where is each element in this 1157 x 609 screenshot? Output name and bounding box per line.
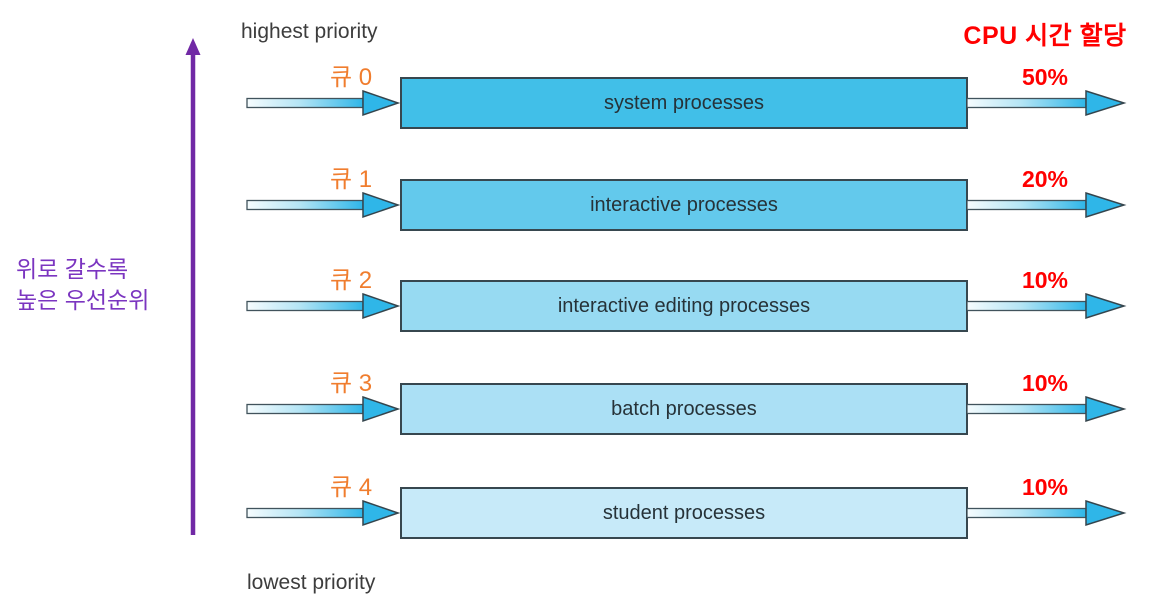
queue-4-cpu-share: 10%	[1021, 474, 1069, 500]
queue-2-label: 큐 2	[330, 267, 373, 294]
queue-1-name: interactive processes	[590, 193, 778, 216]
queue-2-cpu-share: 10%	[1021, 267, 1069, 293]
queue-4-label: 큐 4	[330, 474, 373, 501]
queue-row-1: 큐 1 interactive processes 20%	[0, 166, 1157, 231]
queue-row-2: 큐 2 interactive editing processes 10%	[0, 267, 1157, 332]
outbound-arrow-icon	[967, 89, 1127, 117]
queue-0-cpu-share: 50%	[1021, 64, 1069, 90]
queue-3-box: batch processes	[400, 383, 968, 435]
queue-2-box: interactive editing processes	[400, 280, 968, 332]
queue-3-name: batch processes	[611, 397, 757, 420]
queue-0-box: system processes	[400, 77, 968, 129]
queue-1-box: interactive processes	[400, 179, 968, 231]
inbound-arrow-icon	[246, 499, 400, 527]
inbound-arrow-icon	[246, 89, 400, 117]
queue-2-name: interactive editing processes	[557, 294, 811, 317]
inbound-arrow-icon	[246, 191, 400, 219]
queue-0-label: 큐 0	[330, 64, 373, 91]
inbound-arrow-icon	[246, 395, 400, 423]
queue-3-cpu-share: 10%	[1021, 370, 1069, 396]
queue-4-name: student processes	[602, 501, 766, 524]
priority-axis-arrow-icon	[185, 38, 201, 535]
queue-0-name: system processes	[603, 91, 765, 114]
cpu-allocation-title: CPU 시간 할당	[963, 22, 1127, 50]
queue-1-label: 큐 1	[330, 166, 373, 193]
queue-row-0: 큐 0 system processes 50%	[0, 64, 1157, 129]
highest-priority-label: highest priority	[241, 20, 378, 43]
outbound-arrow-icon	[967, 499, 1127, 527]
side-label-line2: 높은 우선순위	[16, 287, 150, 313]
queue-4-box: student processes	[400, 487, 968, 539]
inbound-arrow-icon	[246, 292, 400, 320]
queue-row-4: 큐 4 student processes 10%	[0, 474, 1157, 539]
side-label-line1: 위로 갈수록	[16, 256, 129, 282]
outbound-arrow-icon	[967, 292, 1127, 320]
outbound-arrow-icon	[967, 191, 1127, 219]
queue-row-3: 큐 3 batch processes 10%	[0, 370, 1157, 435]
queue-1-cpu-share: 20%	[1021, 166, 1069, 192]
priority-axis-side-label: 위로 갈수록 높은 우선순위	[16, 254, 149, 316]
queue-3-label: 큐 3	[330, 370, 373, 397]
lowest-priority-label: lowest priority	[247, 571, 376, 594]
outbound-arrow-icon	[967, 395, 1127, 423]
